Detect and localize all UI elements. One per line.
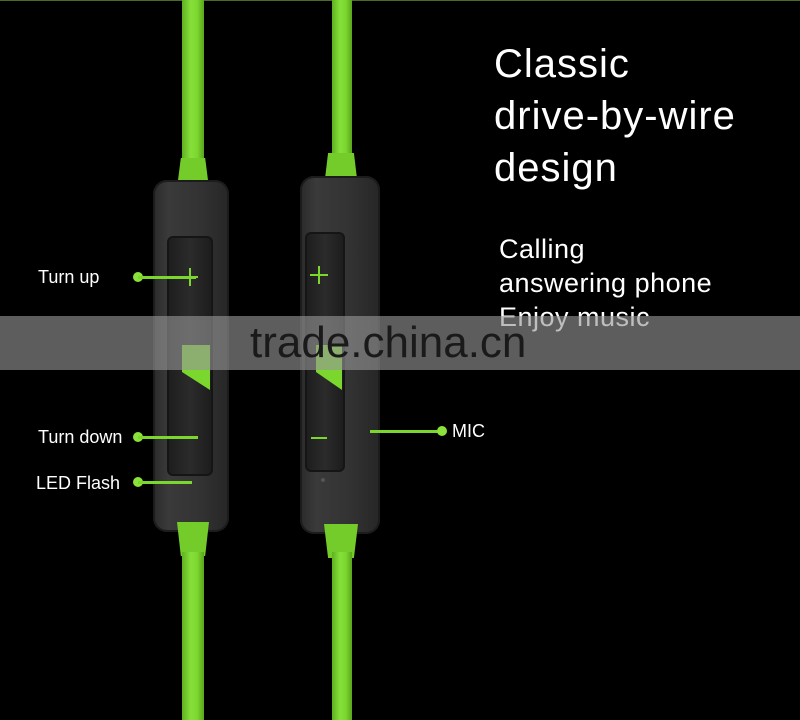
watermark-text: trade.china.cn — [250, 318, 527, 367]
turn-up-label: Turn up — [38, 267, 100, 287]
right-plus-icon-bar — [310, 274, 328, 276]
mic-label: MIC — [452, 421, 485, 441]
led-flash-leader — [138, 481, 192, 484]
top-border — [0, 0, 800, 1]
watermark-band — [0, 316, 800, 370]
feature-line-2: answering phone — [499, 268, 713, 298]
left-cable-top — [182, 0, 204, 160]
headline-line-1: Classic — [494, 42, 630, 86]
mic-dot — [437, 426, 447, 436]
turn-down-label: Turn down — [38, 427, 123, 447]
mic-hole — [321, 478, 325, 482]
headline-line-2: drive-by-wire — [494, 94, 736, 138]
mic-leader — [370, 430, 440, 433]
left-cable-bottom — [182, 552, 204, 720]
right-cable-bottom — [332, 552, 352, 720]
led-flash-label: LED Flash — [36, 473, 121, 493]
left-collar-bottom — [177, 522, 209, 556]
feature-line-1: Calling — [499, 234, 586, 264]
right-minus-icon — [311, 437, 327, 439]
headline: Classic drive-by-wire design — [494, 38, 736, 194]
turn-down-leader — [138, 436, 198, 439]
headline-line-3: design — [494, 146, 618, 190]
right-cable-top — [332, 0, 352, 155]
turn-up-leader — [138, 276, 196, 279]
feature-list: Calling answering phone Enjoy music — [499, 232, 712, 334]
